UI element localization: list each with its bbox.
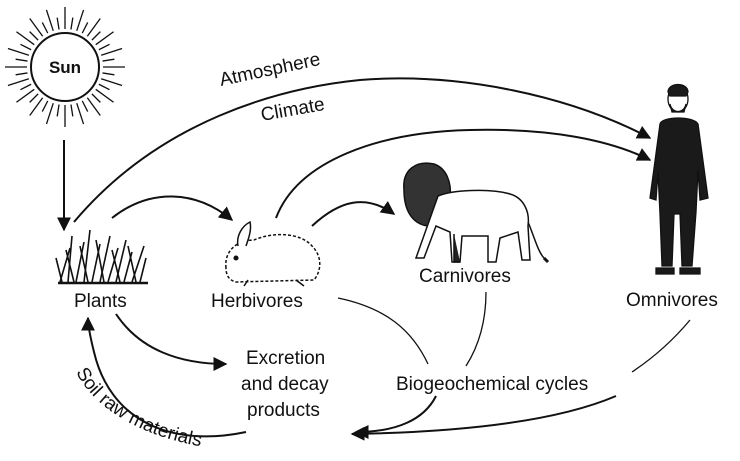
sun-label: Sun [49,58,81,77]
sun-ray [16,59,28,61]
cycles-to-excretion-arrow-1 [356,396,436,432]
sun-ray [20,44,31,49]
sun-ray [103,59,115,61]
sun-ray [82,101,87,112]
carnivores-label: Carnivores [419,266,511,287]
plants-label: Plants [74,291,127,312]
herbivores-label: Herbivores [211,291,303,312]
atmosphere-label: Atmosphere [218,49,323,91]
sun-ray [92,94,100,102]
sun-ray [71,18,73,30]
human-icon [650,85,708,275]
climate-label: Climate [259,94,326,126]
sun-ray [8,79,29,86]
omnivores-label: Omnivores [626,290,718,311]
sun-ray [42,22,47,33]
sun-ray [101,48,122,55]
biogeochemical-label: Biogeochemical cycles [396,374,588,395]
sun-ray [77,10,84,31]
plants-to-herbivores-arrow [112,196,232,220]
sun-ray [46,10,53,31]
sun-ray [57,18,59,30]
sun-ray [71,105,73,117]
grass-icon [56,230,148,283]
excretion-label-line3: products [247,400,320,421]
sun-ray [30,94,38,102]
sun-ray [46,103,53,124]
sun-ray [16,73,28,75]
sun-icon: Sun [5,7,125,127]
sun-ray [101,79,122,86]
lion-icon [404,163,548,262]
plants-to-excretion-arrow [116,314,226,364]
soil-raw-materials-label: Soil raw materials [71,364,203,451]
soil-raw-materials-text: Soil raw materials [71,364,203,451]
sun-ray [77,103,84,124]
sun-ray [92,32,100,40]
excretion-label-line1: Excretion [246,348,325,369]
omnivores-to-cycles-line [632,320,690,372]
sun-ray [42,101,47,112]
herbivores-to-carnivores-arrow [312,202,394,226]
atmosphere-arrow [74,78,650,222]
sun-ray [8,48,29,55]
sun-ray [103,73,115,75]
herbivores-to-cycles-line [338,298,428,364]
rabbit-icon [226,222,320,286]
sun-ray [99,44,110,49]
excretion-label-line2: and decay [241,374,329,395]
sun-ray [20,84,31,89]
sun-ray [82,22,87,33]
sun-ray [57,105,59,117]
carnivores-to-cycles-line [466,292,486,366]
sun-ray [30,32,38,40]
soil-to-plants-arrow [88,318,246,436]
sun-ray [99,84,110,89]
